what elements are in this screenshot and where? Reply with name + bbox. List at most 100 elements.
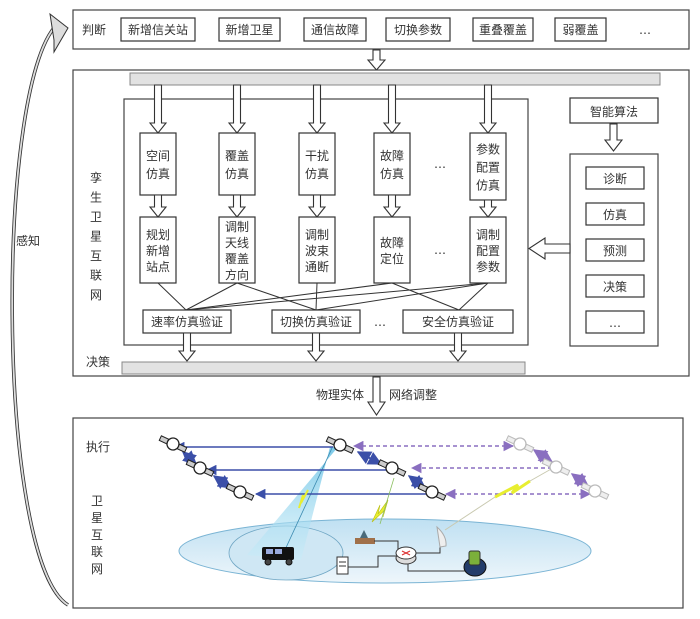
judgment-item: 新增信关站 <box>128 22 188 37</box>
vehicle-icon <box>262 547 294 566</box>
execute-label: 执行 <box>86 440 110 454</box>
twin-satellite-icon <box>505 435 535 453</box>
satellite-dish-icon <box>436 525 447 548</box>
action-text: 天线 <box>225 236 249 250</box>
sim-to-action-arrow <box>148 194 168 218</box>
perception-arrow <box>10 12 69 607</box>
simulation-columns: 空间仿真规划新增站点覆盖仿真调制天线覆盖方向干扰仿真调制波束通断故障仿真故障定位… <box>139 84 507 311</box>
action-text: 方向 <box>225 267 249 282</box>
algorithm-title-box <box>569 97 659 124</box>
simulation-text: 配置 <box>476 161 500 175</box>
action-validation-link <box>315 282 318 311</box>
twin-to-physical-arrow <box>366 376 387 417</box>
validation-boxes: 速率仿真验证切换仿真验证安全仿真验证… <box>142 309 514 362</box>
action-box <box>218 216 256 284</box>
validation-text: 安全仿真验证 <box>422 314 494 329</box>
sim-input-arrow <box>307 84 327 134</box>
server-icon <box>336 556 349 575</box>
simulation-text: 覆盖 <box>225 149 249 163</box>
sim-ellipsis: … <box>434 157 446 171</box>
sim-input-arrow <box>148 84 168 134</box>
action-validation-link <box>185 282 489 311</box>
satellite-icon <box>225 483 255 501</box>
physical-entity-label: 物理实体 <box>316 387 364 402</box>
lightning-icon <box>371 499 389 523</box>
sim-to-action-arrow <box>478 199 498 218</box>
action-text: 定位 <box>380 251 404 266</box>
satellite-icon <box>158 435 188 453</box>
twin-satellite-icon <box>580 482 610 500</box>
simulation-text: 仿真 <box>146 167 170 181</box>
action-ellipsis: … <box>434 243 446 257</box>
twin-side-char: 生 <box>90 191 102 205</box>
judgment-item: 通信故障 <box>311 22 359 37</box>
algorithm-item: 预测 <box>603 244 627 258</box>
judgment-down-arrow <box>366 49 387 71</box>
action-box <box>139 216 177 284</box>
algorithm-left-arrow <box>527 236 571 261</box>
judgment-item-box <box>120 17 196 42</box>
ground-station-icon <box>355 530 375 544</box>
algorithm-item-box <box>585 238 645 262</box>
sim-input-arrow <box>227 84 247 134</box>
physical-side-char: 联 <box>91 545 103 559</box>
action-validation-link <box>157 282 187 311</box>
action-text: 调制 <box>476 228 500 242</box>
action-validation-link <box>236 282 317 311</box>
action-text: 站点 <box>146 260 170 274</box>
physical-side-char: 网 <box>91 562 103 576</box>
judgment-item-box <box>554 17 607 42</box>
algorithm-title: 智能算法 <box>590 104 638 119</box>
simulation-text: 仿真 <box>380 167 404 181</box>
twin-side-char: 星 <box>90 230 102 244</box>
algorithm-item-box <box>585 310 645 334</box>
twin-top-bar <box>129 72 661 86</box>
judgment-item-box <box>385 17 451 42</box>
physical-side-char: 互 <box>91 528 103 542</box>
simulation-text: 干扰 <box>305 149 329 163</box>
validation-text: 速率仿真验证 <box>151 314 223 329</box>
action-text: 规划 <box>146 227 170 242</box>
simulation-box <box>298 132 336 196</box>
simulation-box <box>373 132 411 196</box>
network-adjust-label: 网络调整 <box>389 387 437 402</box>
decision-label: 决策 <box>86 355 110 369</box>
perception-label: 感知 <box>16 233 40 248</box>
user-terminal-icon <box>463 550 487 577</box>
validation-ellipsis: … <box>374 315 386 329</box>
validation-down-arrow <box>448 332 468 362</box>
satellite-icon <box>185 459 215 477</box>
lightning-icon <box>494 479 531 499</box>
judgment-label: 判断 <box>82 22 106 37</box>
judgment-item: 重叠覆盖 <box>479 23 527 37</box>
simulation-text: 参数 <box>476 142 500 157</box>
algorithm-item-box <box>585 166 645 190</box>
validation-down-arrow <box>177 332 197 362</box>
judgment-item-box <box>218 17 281 42</box>
physical-side-char: 卫 <box>91 494 103 508</box>
satellites <box>158 435 610 501</box>
simulation-text: 仿真 <box>225 167 249 181</box>
satellite-icon <box>325 436 355 454</box>
action-text: 覆盖 <box>225 252 249 266</box>
judgment-item-box <box>303 17 367 42</box>
simulation-text: 故障 <box>380 148 404 163</box>
algorithm-down-arrow <box>603 123 624 152</box>
satellite-beam <box>247 447 338 560</box>
twin-side-char: 孪 <box>90 170 102 185</box>
sim-to-action-arrow <box>382 194 402 218</box>
beam-link <box>283 447 333 553</box>
network-wiring <box>348 540 465 572</box>
action-validation-link <box>315 282 489 311</box>
simulation-text: 空间 <box>146 149 170 163</box>
simulation-box <box>469 132 507 201</box>
action-text: 新增 <box>146 243 170 258</box>
sim-to-action-arrow <box>227 194 247 218</box>
judgment-more: … <box>639 23 651 37</box>
action-box <box>373 216 411 284</box>
algorithm-item: 诊断 <box>603 171 627 186</box>
action-text: 故障 <box>380 235 404 250</box>
